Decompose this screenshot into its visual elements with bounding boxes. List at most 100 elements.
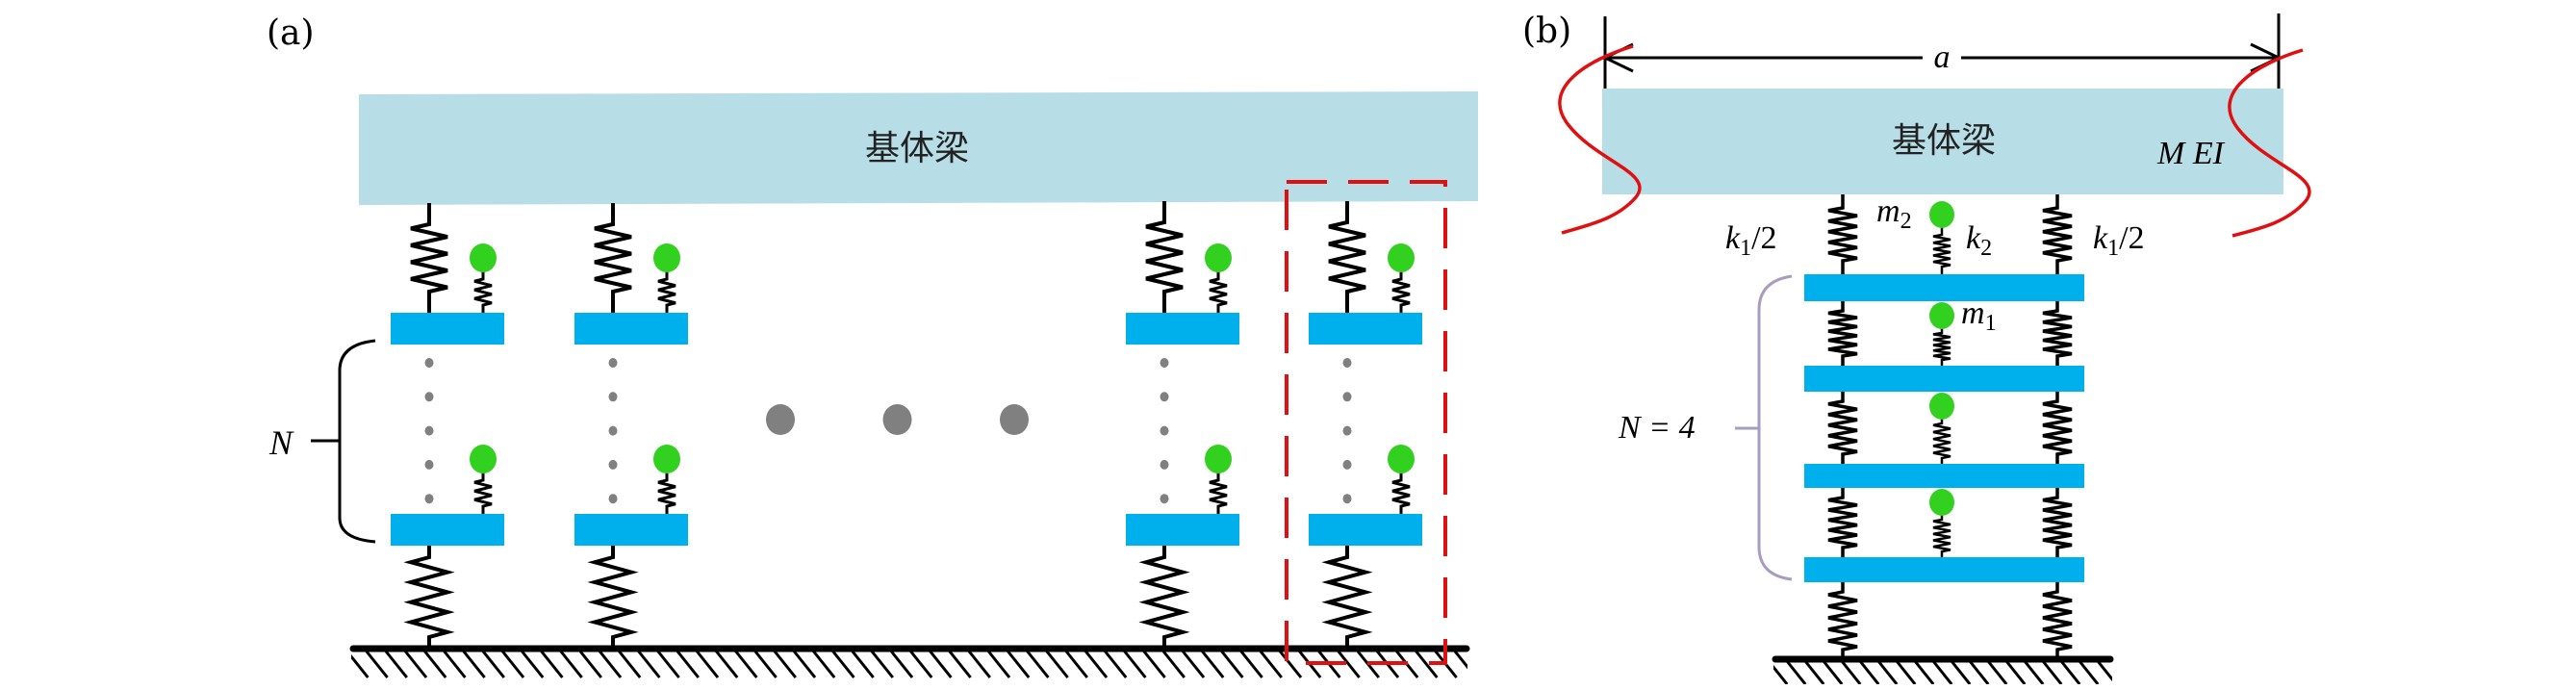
main-spring bbox=[410, 203, 448, 313]
spring-k2 bbox=[1932, 514, 1951, 557]
ellipsis-dot-large bbox=[1000, 404, 1029, 435]
resonator-mass bbox=[470, 445, 497, 473]
host-beam-a bbox=[359, 91, 1478, 205]
spring-k1-half-right bbox=[2042, 488, 2073, 557]
hatch-line bbox=[1822, 660, 1844, 684]
length-label-a: a bbox=[1934, 39, 1951, 75]
hatch-line bbox=[1200, 650, 1225, 678]
m2-label: m2 bbox=[1876, 193, 1912, 234]
n-label-b: N = 4 bbox=[1618, 410, 1696, 446]
resonator-columns bbox=[391, 201, 1422, 649]
hatch-line bbox=[1968, 660, 1990, 684]
hatch-line bbox=[636, 650, 661, 678]
bottom-plate bbox=[574, 514, 688, 546]
ellipsis-dot bbox=[1342, 494, 1352, 504]
hatch-line bbox=[403, 650, 428, 678]
hatch-line bbox=[578, 650, 602, 678]
spring-k1-half-right bbox=[2042, 392, 2073, 464]
hatch-line bbox=[559, 650, 583, 678]
hatch-line bbox=[1773, 664, 1789, 684]
hatch-line bbox=[539, 650, 564, 678]
hatch-line bbox=[2059, 660, 2081, 684]
ellipsis-dot bbox=[1342, 459, 1352, 470]
resonator-mass bbox=[653, 243, 680, 272]
resonator-spring bbox=[657, 473, 676, 514]
hatch-line bbox=[2004, 660, 2027, 684]
n-label-a: N bbox=[268, 423, 294, 462]
spring-k1-half-left bbox=[1827, 488, 1858, 557]
hatch-line bbox=[851, 650, 875, 678]
ellipsis-dot bbox=[1160, 425, 1169, 436]
ellipsis-dot bbox=[1342, 425, 1352, 436]
k1-left-label: k1/2 bbox=[1725, 220, 1777, 261]
hatch-line bbox=[1840, 660, 1862, 684]
hatch-line bbox=[1278, 650, 1303, 678]
resonator-mass bbox=[470, 243, 497, 272]
spring-k1-half-left bbox=[1827, 392, 1858, 464]
resonator-mass-m1 bbox=[1929, 489, 1954, 516]
resonator-spring bbox=[657, 271, 676, 313]
hatch-line bbox=[1161, 650, 1186, 678]
ground-spring bbox=[403, 546, 455, 649]
ellipsis-dot bbox=[424, 494, 434, 504]
hatch-line bbox=[948, 650, 972, 678]
ellipsis-dot bbox=[608, 392, 618, 402]
resonator-column bbox=[1309, 201, 1422, 649]
resonator-spring bbox=[1209, 473, 1228, 514]
hatch-line bbox=[1084, 650, 1109, 678]
hatch-line bbox=[1219, 650, 1244, 678]
hatch-line bbox=[1474, 651, 1495, 677]
hatch-line bbox=[1414, 650, 1439, 678]
unit-plate bbox=[1804, 464, 2084, 488]
ground-spring bbox=[587, 546, 639, 649]
hatch-line bbox=[365, 650, 389, 678]
hatch-line bbox=[773, 650, 797, 678]
resonator-spring bbox=[473, 271, 493, 313]
mode-curve-left bbox=[1558, 44, 1642, 235]
resonator-spring bbox=[1391, 473, 1411, 514]
panel-b-label: (b) bbox=[1522, 12, 1571, 51]
main-spring bbox=[594, 203, 632, 313]
hatch-line bbox=[1181, 650, 1206, 678]
hatch-line bbox=[908, 650, 933, 678]
hatch-line bbox=[1913, 660, 1935, 684]
hatch-line bbox=[792, 650, 817, 678]
hatch-line bbox=[1142, 650, 1166, 678]
ellipsis-dot-large bbox=[766, 404, 795, 435]
hatch-line bbox=[1239, 650, 1263, 678]
hatch-line bbox=[928, 650, 953, 678]
hatch-line bbox=[384, 650, 408, 678]
host-beam-b-label: 基体梁 bbox=[1892, 121, 1996, 161]
resonator-spring bbox=[473, 473, 493, 514]
ground-hatch-b bbox=[1773, 660, 2134, 684]
hatch-line bbox=[1858, 660, 1880, 684]
hatch-line bbox=[967, 650, 991, 678]
spring-k1-half-right bbox=[2042, 582, 2073, 659]
hatch-line bbox=[462, 650, 486, 678]
ellipsis-dot bbox=[424, 358, 434, 368]
hatch-line bbox=[1876, 660, 1899, 684]
unit-cell-highlight-box bbox=[1285, 180, 1447, 665]
hatch-line bbox=[830, 650, 855, 678]
spring-k1-half-left bbox=[1827, 301, 1858, 366]
host-beam-b bbox=[1602, 89, 2283, 194]
ellipsis-dot bbox=[1160, 459, 1169, 470]
top-plate bbox=[1309, 313, 1422, 345]
hatch-line bbox=[442, 650, 467, 678]
hatch-line bbox=[2023, 660, 2045, 684]
ellipsis-dot-large bbox=[882, 404, 912, 435]
spring-k1-half-left bbox=[1827, 582, 1858, 659]
hatch-line bbox=[986, 650, 1011, 678]
resonator-spring bbox=[1209, 271, 1228, 313]
hatch-line bbox=[598, 650, 623, 678]
resonator-spring bbox=[1391, 271, 1411, 313]
resonator-mass bbox=[1388, 243, 1415, 272]
hatch-line bbox=[811, 650, 836, 678]
spring-k1-half-left bbox=[1827, 194, 1858, 274]
n-brace-b bbox=[1757, 274, 1793, 581]
hatch-line bbox=[2116, 661, 2134, 684]
resonator-mass-m2 bbox=[1929, 201, 1954, 228]
hatch-line bbox=[2096, 660, 2112, 682]
spring-k1-half-right bbox=[2042, 194, 2073, 274]
resonator-mass bbox=[1205, 243, 1232, 272]
